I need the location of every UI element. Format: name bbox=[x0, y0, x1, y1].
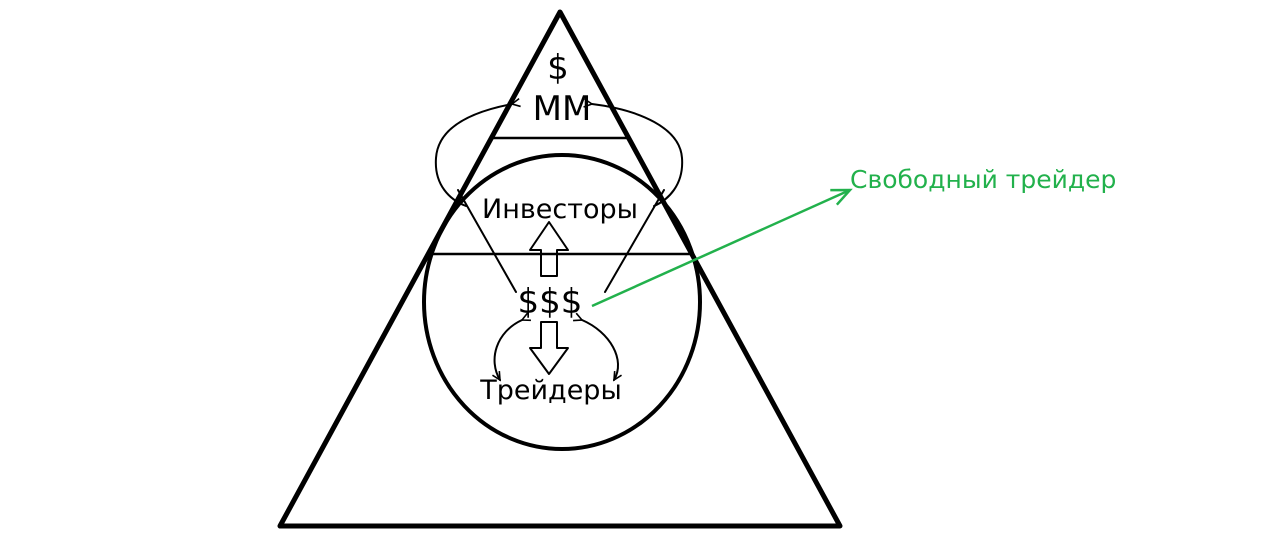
center-dollars-label: $$$ bbox=[518, 282, 583, 322]
curved-arrow-right bbox=[573, 312, 622, 382]
inner-line-left bbox=[457, 189, 517, 293]
mm-loop-left bbox=[434, 97, 521, 207]
mm-label: MM bbox=[533, 89, 592, 129]
traders-label: Трейдеры bbox=[479, 375, 622, 406]
free-trader-arrow bbox=[591, 188, 853, 308]
investors-label: Инвесторы bbox=[482, 194, 638, 225]
mm-loop-right bbox=[583, 98, 684, 207]
trading-zone-circle bbox=[422, 153, 702, 451]
up-arrow-icon bbox=[529, 221, 569, 277]
inner-line-right bbox=[604, 189, 665, 293]
pyramid-outline bbox=[277, 9, 843, 529]
free-trader-label: Свободный трейдер bbox=[850, 165, 1116, 194]
top-dollar-label: $ bbox=[547, 48, 569, 88]
down-arrow-icon bbox=[529, 321, 569, 375]
curved-arrow-left bbox=[492, 312, 531, 382]
